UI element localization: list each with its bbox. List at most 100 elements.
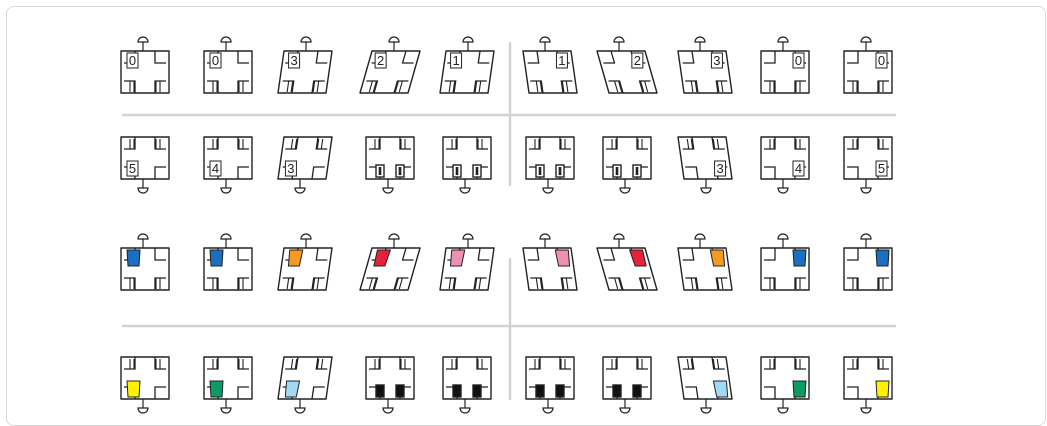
bracket-base — [443, 137, 491, 179]
quadrant-dividers — [122, 42, 896, 400]
hook-ball — [695, 234, 705, 239]
bracket-number: 1 — [452, 53, 459, 68]
bracket-base — [678, 51, 732, 93]
hook-ball — [778, 188, 788, 193]
bracket — [526, 357, 574, 413]
hook-ball — [620, 188, 630, 193]
hook-ball — [138, 234, 148, 239]
hook-ball — [543, 408, 553, 413]
color-code-marker — [127, 250, 140, 266]
bracket — [278, 357, 332, 413]
bracket-number: 5 — [129, 161, 136, 176]
bracket-base — [526, 137, 574, 179]
bracket-number: 0 — [878, 53, 885, 68]
hook-ball — [383, 408, 393, 413]
bracket: 1 — [440, 37, 494, 93]
bracket — [844, 234, 892, 290]
hook-ball — [221, 37, 231, 42]
hook-ball — [540, 234, 550, 239]
bracket: 0 — [761, 37, 809, 93]
bracket-number: 2 — [634, 53, 641, 68]
color-code-marker — [127, 381, 140, 397]
hook-ball — [540, 37, 550, 42]
hook-ball — [695, 37, 705, 42]
bracket — [204, 357, 252, 413]
bracket — [443, 137, 491, 193]
hook-ball — [543, 188, 553, 193]
bracket-base — [603, 137, 651, 179]
bracket — [440, 234, 494, 290]
bracket-base — [360, 51, 420, 93]
hook-ball — [614, 37, 624, 42]
bracket-base — [278, 51, 332, 93]
hook-ball — [620, 408, 630, 413]
bracket-base — [526, 357, 574, 399]
hook-ball — [778, 408, 788, 413]
hook-ball — [778, 37, 788, 42]
bracket-base — [523, 51, 577, 93]
bracket-base — [366, 357, 414, 399]
hook-ball — [778, 234, 788, 239]
bracket-number: 5 — [878, 161, 885, 176]
color-code-marker — [210, 250, 223, 266]
tube-block — [613, 385, 621, 397]
hook-ball — [295, 408, 305, 413]
bracket — [278, 234, 332, 290]
bracket-grid: 0032112300543345 — [121, 37, 892, 413]
color-code-marker — [793, 381, 806, 397]
bracket — [121, 357, 169, 413]
hook-ball — [460, 408, 470, 413]
hook-ball — [861, 37, 871, 42]
bracket-diagram: 0032112300543345 — [0, 0, 1047, 414]
bracket-base — [440, 51, 494, 93]
bracket-number: 4 — [212, 161, 219, 176]
bracket-base — [597, 51, 657, 93]
hook-ball — [701, 188, 711, 193]
hook-ball — [221, 408, 231, 413]
bracket-number: 0 — [129, 53, 136, 68]
tube-block — [453, 385, 461, 397]
bracket-base — [366, 137, 414, 179]
bracket — [204, 234, 252, 290]
hook-ball — [463, 234, 473, 239]
bracket-number: 3 — [290, 53, 297, 68]
bracket — [366, 357, 414, 413]
hook-ball — [301, 37, 311, 42]
bracket: 2 — [360, 37, 420, 93]
bracket: 0 — [204, 37, 252, 93]
bracket: 4 — [204, 137, 252, 193]
bracket: 5 — [844, 137, 892, 193]
hook-ball — [138, 37, 148, 42]
hook-ball — [389, 234, 399, 239]
bracket: 3 — [278, 137, 332, 193]
bracket-base — [603, 357, 651, 399]
bracket — [603, 357, 651, 413]
bracket-base — [440, 248, 494, 290]
bracket — [844, 357, 892, 413]
bracket — [523, 234, 577, 290]
bracket-number: 0 — [212, 53, 219, 68]
bracket — [360, 234, 420, 290]
bracket-number: 3 — [713, 53, 720, 68]
bracket — [526, 137, 574, 193]
bracket — [366, 137, 414, 193]
bracket — [121, 234, 169, 290]
color-code-marker — [210, 381, 223, 397]
bracket: 0 — [844, 37, 892, 93]
bracket: 4 — [761, 137, 809, 193]
tube-block — [536, 385, 544, 397]
color-code-marker — [876, 250, 889, 266]
bracket — [678, 357, 732, 413]
bracket — [597, 234, 657, 290]
hook-ball — [861, 234, 871, 239]
bracket: 2 — [597, 37, 657, 93]
hook-ball — [460, 188, 470, 193]
bracket-number: 0 — [795, 53, 802, 68]
color-code-marker — [793, 250, 806, 266]
bracket-base — [443, 357, 491, 399]
hook-ball — [389, 37, 399, 42]
tube-block — [376, 385, 384, 397]
bracket: 3 — [278, 37, 332, 93]
bracket: 5 — [121, 137, 169, 193]
bracket-number: 3 — [716, 161, 723, 176]
